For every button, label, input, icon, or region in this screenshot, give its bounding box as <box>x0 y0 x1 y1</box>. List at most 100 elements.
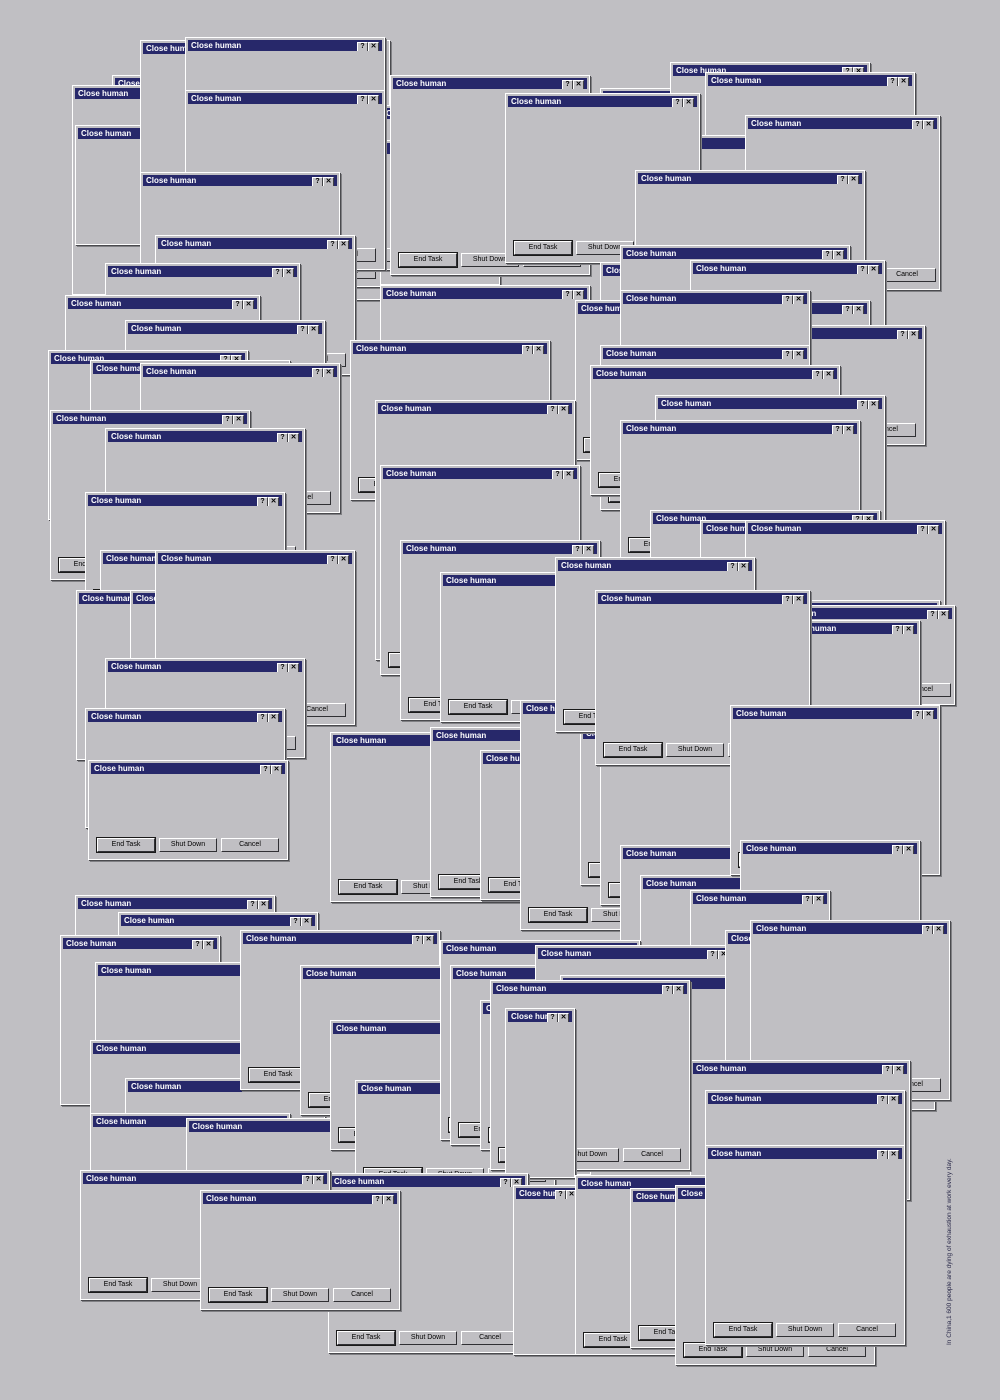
end-task-button[interactable]: End Task <box>248 1067 308 1083</box>
close-icon[interactable]: ✕ <box>793 295 804 304</box>
close-icon[interactable]: ✕ <box>863 515 874 524</box>
close-icon[interactable]: ✕ <box>283 268 294 277</box>
close-icon[interactable]: ✕ <box>903 845 914 854</box>
help-icon[interactable]: ? <box>220 355 231 364</box>
help-icon[interactable]: ? <box>912 120 923 129</box>
help-icon[interactable]: ? <box>357 95 368 104</box>
help-icon[interactable]: ? <box>562 290 573 299</box>
help-icon[interactable]: ? <box>707 950 718 959</box>
shut-down-button[interactable]: Shut Down <box>746 1343 804 1357</box>
shut-down-button[interactable]: Shut Down <box>399 1331 457 1345</box>
close-icon[interactable]: ✕ <box>558 405 569 414</box>
close-icon[interactable]: ✕ <box>853 67 864 76</box>
close-icon[interactable]: ✕ <box>563 470 574 479</box>
help-icon[interactable]: ? <box>547 1013 558 1022</box>
close-icon[interactable]: ✕ <box>573 80 584 89</box>
close-icon[interactable]: ✕ <box>368 42 379 51</box>
close-icon[interactable]: ✕ <box>288 663 299 672</box>
close-icon[interactable]: ✕ <box>203 940 214 949</box>
help-icon[interactable]: ? <box>547 405 558 414</box>
help-icon[interactable]: ? <box>327 555 338 564</box>
help-icon[interactable]: ? <box>877 1150 888 1159</box>
close-icon[interactable]: ✕ <box>313 1175 324 1184</box>
close-icon[interactable]: ✕ <box>893 1065 904 1074</box>
help-icon[interactable]: ? <box>257 713 268 722</box>
help-icon[interactable]: ? <box>290 917 301 926</box>
help-icon[interactable]: ? <box>522 345 533 354</box>
help-icon[interactable]: ? <box>260 765 271 774</box>
end-task-button[interactable]: End Task <box>336 1330 396 1346</box>
close-icon[interactable]: ✕ <box>843 425 854 434</box>
help-icon[interactable]: ? <box>897 330 908 339</box>
help-icon[interactable]: ? <box>277 433 288 442</box>
end-task-button[interactable]: End Task <box>338 879 398 895</box>
end-task-button[interactable]: End Task <box>208 1287 268 1303</box>
help-icon[interactable]: ? <box>232 300 243 309</box>
close-icon[interactable]: ✕ <box>583 545 594 554</box>
cancel-button[interactable]: Cancel <box>333 1288 391 1302</box>
close-icon[interactable]: ✕ <box>888 1150 899 1159</box>
close-icon[interactable]: ✕ <box>233 415 244 424</box>
help-icon[interactable]: ? <box>832 425 843 434</box>
close-icon[interactable]: ✕ <box>268 497 279 506</box>
shut-down-button[interactable]: Shut Down <box>666 743 724 757</box>
help-icon[interactable]: ? <box>412 935 423 944</box>
help-icon[interactable]: ? <box>727 562 738 571</box>
close-icon[interactable]: ✕ <box>928 525 939 534</box>
close-icon[interactable]: ✕ <box>823 370 834 379</box>
help-icon[interactable]: ? <box>672 98 683 107</box>
help-icon[interactable]: ? <box>272 268 283 277</box>
close-icon[interactable]: ✕ <box>368 95 379 104</box>
close-icon[interactable]: ✕ <box>301 917 312 926</box>
close-icon[interactable]: ✕ <box>903 625 914 634</box>
end-task-button[interactable]: End Task <box>96 837 156 853</box>
help-icon[interactable]: ? <box>842 67 853 76</box>
help-icon[interactable]: ? <box>882 1065 893 1074</box>
help-icon[interactable]: ? <box>302 1175 313 1184</box>
help-icon[interactable]: ? <box>857 265 868 274</box>
help-icon[interactable]: ? <box>782 350 793 359</box>
help-icon[interactable]: ? <box>927 610 938 619</box>
help-icon[interactable]: ? <box>822 250 833 259</box>
help-icon[interactable]: ? <box>247 900 258 909</box>
close-icon[interactable]: ✕ <box>338 240 349 249</box>
help-icon[interactable]: ? <box>372 1195 383 1204</box>
end-task-button[interactable]: End Task <box>398 252 458 268</box>
cancel-button[interactable]: Cancel <box>623 1148 681 1162</box>
close-icon[interactable]: ✕ <box>258 900 269 909</box>
close-icon[interactable]: ✕ <box>243 300 254 309</box>
close-icon[interactable]: ✕ <box>558 1013 569 1022</box>
end-task-button[interactable]: End Task <box>448 699 508 715</box>
help-icon[interactable]: ? <box>357 42 368 51</box>
help-icon[interactable]: ? <box>922 925 933 934</box>
close-icon[interactable]: ✕ <box>231 355 242 364</box>
close-icon[interactable]: ✕ <box>793 350 804 359</box>
close-icon[interactable]: ✕ <box>383 1195 394 1204</box>
help-icon[interactable]: ? <box>572 545 583 554</box>
close-icon[interactable]: ✕ <box>868 400 879 409</box>
shut-down-button[interactable]: Shut Down <box>271 1288 329 1302</box>
close-icon[interactable]: ✕ <box>308 325 319 334</box>
help-icon[interactable]: ? <box>562 80 573 89</box>
close-icon[interactable]: ✕ <box>833 250 844 259</box>
help-icon[interactable]: ? <box>297 325 308 334</box>
close-icon[interactable]: ✕ <box>683 98 694 107</box>
close-icon[interactable]: ✕ <box>511 1178 522 1187</box>
close-icon[interactable]: ✕ <box>738 562 749 571</box>
help-icon[interactable]: ? <box>837 175 848 184</box>
close-icon[interactable]: ✕ <box>923 710 934 719</box>
cancel-button[interactable]: Cancel <box>808 1343 866 1357</box>
close-icon[interactable]: ✕ <box>268 713 279 722</box>
close-icon[interactable]: ✕ <box>853 305 864 314</box>
help-icon[interactable]: ? <box>892 845 903 854</box>
end-task-button[interactable]: End Task <box>513 240 573 256</box>
help-icon[interactable]: ? <box>222 415 233 424</box>
help-icon[interactable]: ? <box>500 1178 511 1187</box>
close-icon[interactable]: ✕ <box>793 595 804 604</box>
end-task-button[interactable]: End Task <box>713 1322 773 1338</box>
close-icon[interactable]: ✕ <box>938 610 949 619</box>
help-icon[interactable]: ? <box>842 305 853 314</box>
help-icon[interactable]: ? <box>812 370 823 379</box>
help-icon[interactable]: ? <box>312 177 323 186</box>
cancel-button[interactable]: Cancel <box>878 268 936 282</box>
